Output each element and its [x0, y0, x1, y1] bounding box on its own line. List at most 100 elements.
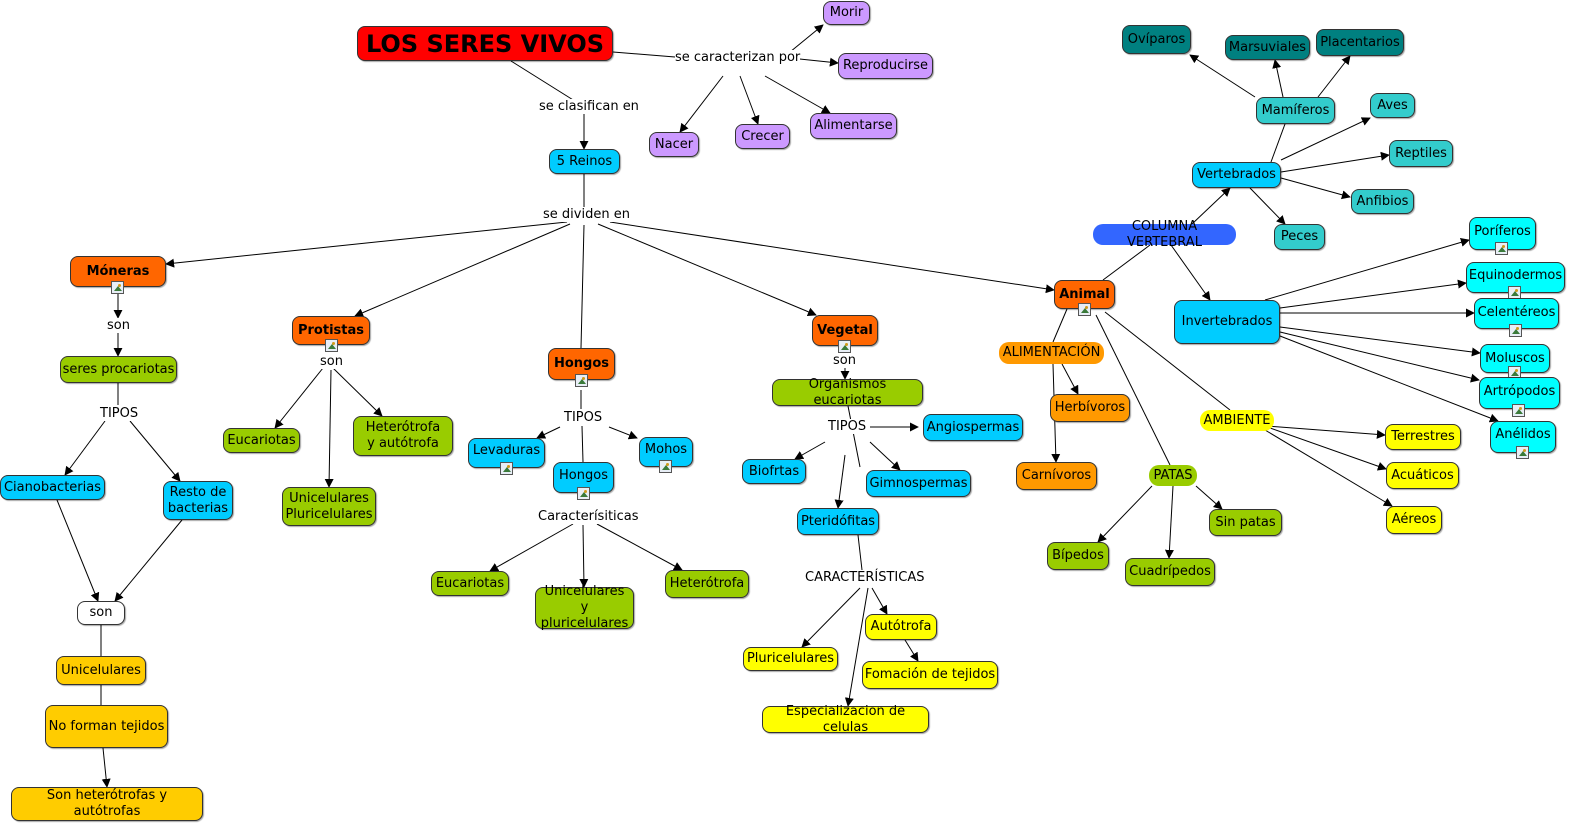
mamiferos-node[interactable]: Mamíferos — [1256, 97, 1335, 124]
connector-line — [869, 441, 901, 471]
aereos-node[interactable]: Aéreos — [1386, 506, 1442, 534]
animal-node[interactable]: Animal — [1054, 280, 1115, 309]
connector-line — [332, 367, 383, 417]
artropodos-node[interactable]: Artrópodos — [1479, 377, 1560, 409]
organismos-eucariotas-node[interactable]: Organismos eucariotas — [772, 377, 923, 408]
heterotrofas-autotrofas-node[interactable]: Son heterótrofas y autótrofas — [11, 787, 203, 821]
unicelulares-node[interactable]: Unicelulares — [56, 656, 146, 685]
cianobacterias-node[interactable]: Cianobacterias — [0, 475, 105, 500]
protistas-unicelulares-node[interactable]: Unicelulares Pluricelulares — [282, 487, 376, 526]
connector-line — [1270, 123, 1286, 163]
connector-line — [56, 499, 100, 602]
connector-line — [794, 441, 826, 460]
connector-line — [871, 587, 888, 615]
link-caracteristicas-vegetal: CARACTERÍSTICAS — [805, 570, 925, 585]
procariotas-node[interactable]: seres procariotas — [60, 356, 177, 383]
invertebrados-node[interactable]: Invertebrados — [1174, 300, 1280, 344]
connector-line — [1279, 279, 1467, 309]
son-node[interactable]: son — [77, 601, 125, 625]
autotrofa-node[interactable]: Autótrofa — [865, 614, 937, 640]
image-icon[interactable] — [1509, 324, 1522, 337]
acuaticos-node[interactable]: Acuáticos — [1386, 462, 1459, 489]
hongos-node[interactable]: Hongos — [548, 348, 615, 380]
anfibios-node[interactable]: Anfibios — [1351, 189, 1414, 214]
connector-line — [1102, 244, 1151, 281]
columna-vertebral-node[interactable]: COLUMNA VERTEBRAL — [1093, 219, 1236, 250]
connector-line — [1279, 335, 1499, 423]
reptiles-node[interactable]: Reptiles — [1389, 140, 1453, 167]
vegetal-node[interactable]: Vegetal — [812, 315, 878, 346]
connector-line — [1195, 485, 1223, 510]
image-icon[interactable] — [838, 340, 851, 353]
gimnospermas-node[interactable]: Gimnospermas — [866, 470, 971, 497]
resto-bacterias-node[interactable]: Resto de bacterias — [163, 481, 233, 520]
formacion-tejidos-node[interactable]: Fomación de tejidos — [862, 661, 998, 689]
peces-node[interactable]: Peces — [1274, 224, 1325, 250]
pluricelulares-node[interactable]: Pluricelulares — [743, 647, 838, 671]
crecer-node[interactable]: Crecer — [735, 124, 790, 149]
alimentacion-node[interactable]: ALIMENTACIÓN — [999, 342, 1104, 364]
image-icon[interactable] — [111, 281, 124, 294]
image-icon[interactable] — [1078, 303, 1091, 316]
image-icon[interactable] — [575, 374, 588, 387]
carnivoros-node[interactable]: Carnívoros — [1016, 462, 1097, 490]
vertebrados-node[interactable]: Vertebrados — [1192, 162, 1281, 188]
reproducirse-node[interactable]: Reproducirse — [838, 53, 933, 79]
angiospermas-node[interactable]: Angiospermas — [923, 414, 1023, 441]
hongos-heterotrofa-node[interactable]: Heterótrofa — [665, 570, 749, 598]
title-node[interactable]: LOS SERES VIVOS — [357, 26, 613, 61]
ambiente-node[interactable]: AMBIENTE — [1200, 410, 1274, 431]
hongos-sub-node[interactable]: Hongos — [553, 462, 614, 493]
patas-node[interactable]: PATAS — [1149, 465, 1197, 486]
aves-node[interactable]: Aves — [1370, 93, 1415, 118]
protistas-eucariotas-node[interactable]: Eucariotas — [223, 428, 300, 453]
connector-line — [1104, 311, 1231, 411]
pteridofitas-node[interactable]: Pteridófitas — [797, 508, 879, 535]
connector-line — [1052, 308, 1068, 343]
celentereos-node[interactable]: Celentéreos — [1474, 298, 1559, 329]
reinos-node[interactable]: 5 Reinos — [549, 149, 620, 174]
image-icon[interactable] — [1508, 366, 1521, 379]
image-icon[interactable] — [577, 487, 590, 500]
image-icon[interactable] — [659, 460, 672, 473]
connector-line — [129, 420, 181, 482]
connector-line — [857, 534, 863, 571]
connector-line — [844, 587, 869, 707]
connector-line — [101, 747, 111, 788]
image-icon[interactable] — [500, 462, 513, 475]
terrestres-node[interactable]: Terrestres — [1385, 424, 1461, 450]
moluscos-node[interactable]: Moluscos — [1480, 344, 1550, 373]
image-icon[interactable] — [1495, 242, 1508, 255]
nacer-node[interactable]: Nacer — [649, 132, 699, 157]
connector-line — [1097, 485, 1153, 543]
connector-line — [1317, 55, 1351, 98]
especializacion-node[interactable]: Especializacion de celulas — [762, 704, 929, 735]
herbivoros-node[interactable]: Herbívoros — [1050, 394, 1130, 422]
cuadripedos-node[interactable]: Cuadrípedos — [1125, 558, 1215, 586]
no-tejidos-node[interactable]: No forman tejidos — [45, 705, 168, 748]
placentarios-node[interactable]: Placentarios — [1316, 29, 1404, 56]
alimentarse-node[interactable]: Alimentarse — [810, 113, 897, 139]
image-icon[interactable] — [325, 339, 338, 352]
protistas-heterotrofa-node[interactable]: Heterótrofa y autótrofa — [353, 416, 453, 456]
image-icon[interactable] — [1516, 446, 1529, 459]
connector-line — [1280, 177, 1351, 200]
biofrtas-node[interactable]: Biofrtas — [742, 459, 806, 484]
sin-patas-node[interactable]: Sin patas — [1209, 509, 1282, 536]
connector-line — [1269, 427, 1387, 471]
connector-line — [1279, 326, 1481, 357]
connector-line — [1280, 151, 1390, 173]
connector-line — [1272, 59, 1284, 98]
connector-line — [489, 523, 574, 572]
bipedos-node[interactable]: Bípedos — [1047, 542, 1109, 570]
connector-line — [1095, 314, 1171, 466]
oviparos-node[interactable]: Ovíparos — [1122, 25, 1191, 54]
connector-line — [510, 60, 579, 104]
connector-line — [679, 75, 724, 133]
morir-node[interactable]: Morir — [823, 1, 870, 25]
marsuviales-node[interactable]: Marsuviales — [1225, 35, 1310, 60]
hongos-unicelulares-node[interactable]: Unicelulares y pluricelulares — [535, 584, 634, 631]
hongos-eucariotas-node[interactable]: Eucariotas — [431, 571, 509, 596]
image-icon[interactable] — [1512, 404, 1525, 417]
